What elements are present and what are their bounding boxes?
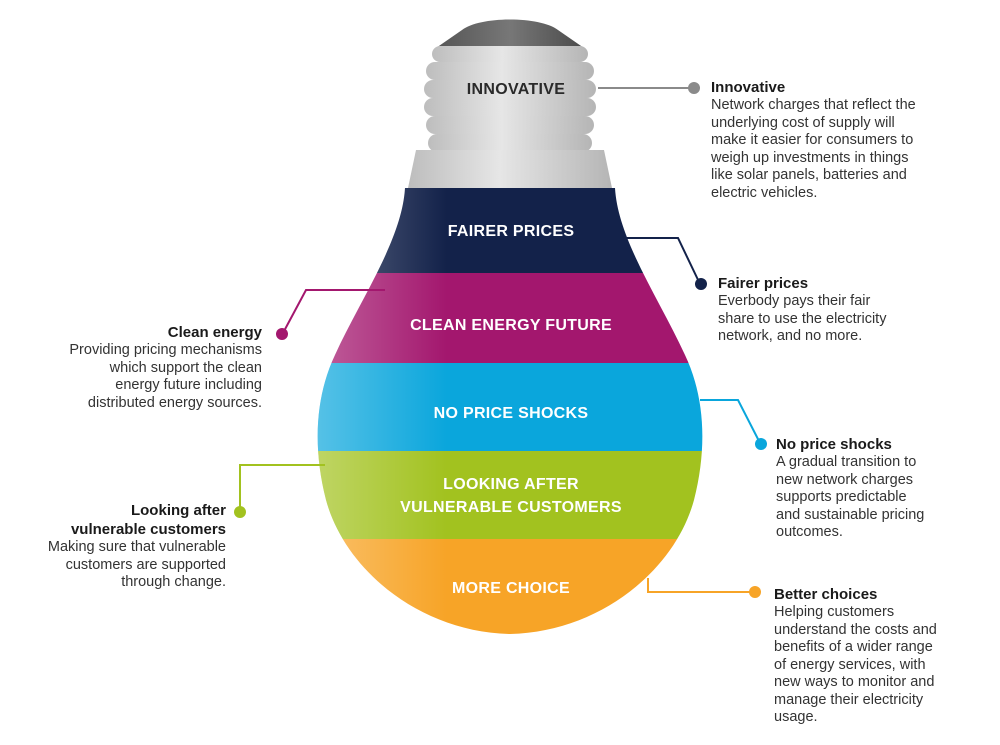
cap-thread-5 bbox=[426, 116, 594, 134]
text-line: Providing pricing mechanisms bbox=[69, 342, 262, 358]
callout-innovative: Innovative Network charges that reflect … bbox=[711, 78, 981, 202]
text-line: manage their electricity bbox=[774, 691, 924, 708]
text-line: Everbody pays their fair bbox=[718, 293, 871, 309]
text-line: new network charges bbox=[776, 471, 914, 488]
text-line: electric vehicles. bbox=[711, 184, 818, 201]
callout-better-choices: Better choices Helping customers underst… bbox=[774, 585, 986, 727]
cap-thread-1 bbox=[432, 46, 588, 62]
band-label-innovative: INNOVATIVE bbox=[467, 81, 565, 98]
dot-innovative bbox=[688, 82, 700, 94]
bulb-tip bbox=[436, 19, 584, 48]
callout-vulnerable-title-2: vulnerable customers bbox=[70, 521, 226, 538]
cap-thread-2 bbox=[426, 62, 594, 80]
connector-vulnerable bbox=[239, 464, 325, 510]
text-line: new ways to monitor and bbox=[774, 674, 935, 690]
callout-innovative-title: Innovative bbox=[711, 79, 786, 96]
text-line: network, and no more. bbox=[718, 328, 863, 344]
text-line: of energy services, with bbox=[774, 656, 926, 673]
band-label-vulnerable-2: VULNERABLE CUSTOMERS bbox=[400, 499, 622, 516]
callout-shocks-text: A gradual transition to new network char… bbox=[776, 454, 986, 542]
callout-shocks-title: No price shocks bbox=[776, 436, 892, 453]
dot-shocks bbox=[755, 438, 767, 450]
dot-vulnerable bbox=[234, 506, 246, 518]
text-line: Helping customers bbox=[774, 604, 895, 620]
callout-clean-title: Clean energy bbox=[167, 324, 262, 341]
text-line: distributed energy sources. bbox=[87, 394, 262, 411]
text-line: customers are supported bbox=[65, 556, 226, 573]
callout-vulnerable-title-1: Looking after bbox=[130, 502, 226, 519]
text-line: energy future including bbox=[115, 377, 262, 393]
dot-clean bbox=[276, 328, 288, 340]
dot-choices bbox=[749, 586, 761, 598]
text-line: benefits of a wider range bbox=[774, 639, 933, 655]
bulb-cap: INNOVATIVE bbox=[408, 19, 612, 188]
band-label-clean-energy: CLEAN ENERGY FUTURE bbox=[410, 317, 612, 334]
band-label-vulnerable-1: LOOKING AFTER bbox=[443, 476, 579, 493]
callout-fairer-text: Everbody pays their fair share to use th… bbox=[718, 293, 978, 346]
callout-vulnerable-text: Making sure that vulnerable customers ar… bbox=[10, 539, 226, 592]
text-line: Making sure that vulnerable bbox=[47, 539, 226, 555]
connector-clean bbox=[282, 289, 385, 334]
callout-clean-energy: Clean energy Providing pricing mechanism… bbox=[10, 323, 262, 412]
band-label-no-price-shocks: NO PRICE SHOCKS bbox=[434, 405, 589, 422]
text-line: share to use the electricity bbox=[718, 310, 887, 327]
cap-neck bbox=[408, 150, 612, 188]
callout-choices-title: Better choices bbox=[774, 586, 878, 603]
callout-fairer-title: Fairer prices bbox=[718, 275, 809, 292]
text-line: A gradual transition to bbox=[776, 454, 917, 470]
cap-thread-3 bbox=[424, 80, 596, 98]
text-line: outcomes. bbox=[776, 524, 843, 540]
text-line: which support the clean bbox=[109, 359, 262, 376]
cap-thread-4 bbox=[424, 98, 596, 116]
callout-innovative-text: Network charges that reflect the underly… bbox=[711, 97, 981, 202]
callout-fairer-prices: Fairer prices Everbody pays their fair s… bbox=[718, 274, 978, 346]
connector-choices bbox=[647, 578, 754, 593]
band-label-fairer-prices: FAIRER PRICES bbox=[448, 223, 575, 240]
text-line: weigh up investments in things bbox=[711, 149, 909, 166]
text-line: make it easier for consumers to bbox=[711, 132, 914, 148]
text-line: like solar panels, batteries and bbox=[711, 167, 907, 183]
band-label-more-choice: MORE CHOICE bbox=[452, 580, 570, 597]
callout-no-price-shocks: No price shocks A gradual transition to … bbox=[776, 435, 986, 542]
text-line: underlying cost of supply will bbox=[711, 114, 895, 131]
text-line: Network charges that reflect the bbox=[711, 97, 916, 113]
callout-choices-text: Helping customers understand the costs a… bbox=[774, 604, 986, 727]
text-line: understand the costs and bbox=[774, 621, 937, 638]
connector-shocks bbox=[700, 399, 761, 444]
cap-thread-6 bbox=[428, 134, 592, 152]
text-line: and sustainable pricing bbox=[776, 506, 925, 523]
callout-vulnerable: Looking after vulnerable customers Makin… bbox=[10, 501, 226, 592]
text-line: usage. bbox=[774, 709, 818, 725]
connector-fairer bbox=[612, 237, 701, 285]
text-line: through change. bbox=[121, 574, 226, 590]
text-line: supports predictable bbox=[776, 489, 907, 505]
dot-fairer bbox=[695, 278, 707, 290]
callout-clean-text: Providing pricing mechanisms which suppo… bbox=[10, 342, 262, 412]
